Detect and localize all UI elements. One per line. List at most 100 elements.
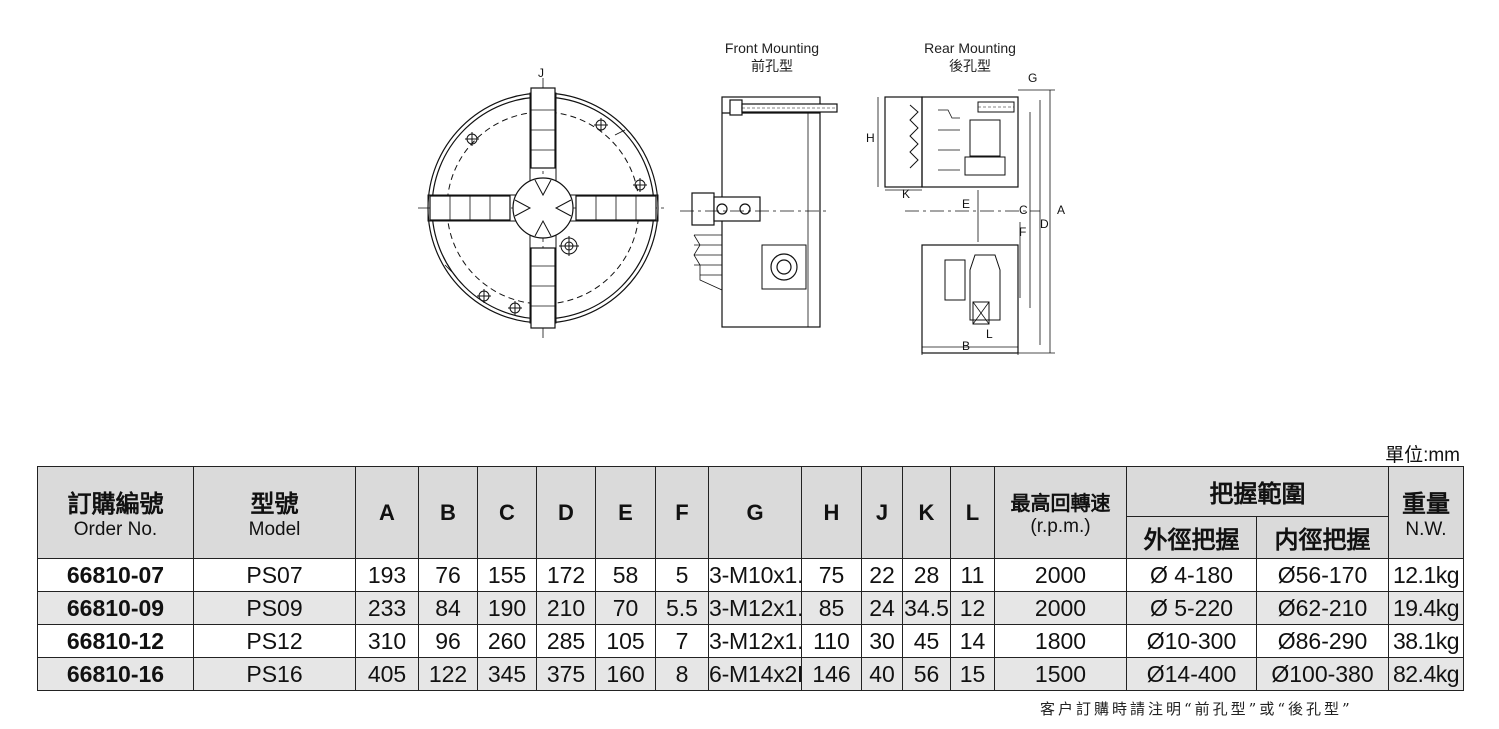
cell-h: 75 — [801, 558, 862, 592]
cell-model: PS16 — [193, 657, 356, 691]
header-model-en: Model — [248, 519, 301, 540]
cell-f: 8 — [655, 657, 709, 691]
header-h: H — [801, 466, 862, 559]
technical-drawings: J G H K E C D A F B L — [418, 66, 1065, 355]
cell-model: PS12 — [193, 624, 356, 658]
cell-f: 5 — [655, 558, 709, 592]
front-mounting-caption: Front Mounting 前孔型 — [692, 39, 852, 75]
cell-f: 7 — [655, 624, 709, 658]
order-note: 客户訂購時請注明“前孔型”或“後孔型” — [1040, 700, 1353, 718]
cell-rpm: 2000 — [994, 558, 1127, 592]
header-model-zh: 型號 — [250, 491, 299, 518]
table-row: 66810-07PS07193761551725853-M10x1.5P7522… — [37, 558, 1464, 592]
cell-order: 66810-12 — [37, 624, 194, 658]
cell-d: 285 — [536, 624, 596, 658]
cell-j: 30 — [861, 624, 903, 658]
cell-c: 190 — [477, 591, 537, 625]
cell-j: 22 — [861, 558, 903, 592]
cell-inner: Ø86-290 — [1256, 624, 1389, 658]
cell-model: PS07 — [193, 558, 356, 592]
cell-a: 405 — [355, 657, 419, 691]
table-row: 66810-12PS123109626028510573-M12x1.75P11… — [37, 624, 1464, 658]
label-b: B — [962, 339, 970, 353]
label-j: J — [538, 66, 544, 80]
cell-outer: Ø10-300 — [1126, 624, 1257, 658]
cell-d: 172 — [536, 558, 596, 592]
cell-k: 56 — [902, 657, 951, 691]
header-rpm-en: (r.p.m.) — [1030, 516, 1091, 537]
cell-k: 28 — [902, 558, 951, 592]
cell-j: 40 — [861, 657, 903, 691]
cell-a: 310 — [355, 624, 419, 658]
cell-d: 375 — [536, 657, 596, 691]
cell-outer: Ø14-400 — [1126, 657, 1257, 691]
header-order: 訂購編號 Order No. — [37, 466, 194, 559]
cell-h: 85 — [801, 591, 862, 625]
front-mounting-caption-zh: 前孔型 — [751, 58, 793, 74]
cell-g: 3-M10x1.5P — [708, 558, 802, 592]
label-l: L — [986, 327, 993, 341]
cell-g: 3-M12x1.75P — [708, 624, 802, 658]
label-c: C — [1019, 203, 1028, 217]
rear-mounting-caption-zh: 後孔型 — [949, 58, 991, 74]
rear-mounting-caption: Rear Mounting 後孔型 — [890, 39, 1050, 75]
cell-b: 96 — [418, 624, 478, 658]
cell-a: 193 — [355, 558, 419, 592]
cell-model: PS09 — [193, 591, 356, 625]
label-f: F — [1019, 225, 1026, 239]
cell-nw: 38.1kg — [1388, 624, 1464, 658]
label-h: H — [866, 131, 875, 145]
cell-e: 160 — [595, 657, 656, 691]
cell-e: 70 — [595, 591, 656, 625]
header-a: A — [355, 466, 419, 559]
header-rpm-zh: 最高回轉速 — [1010, 493, 1111, 515]
cell-g: 6-M14x2P — [708, 657, 802, 691]
label-d: D — [1040, 217, 1049, 231]
label-g: G — [1028, 71, 1037, 85]
header-d: D — [536, 466, 596, 559]
cell-nw: 12.1kg — [1388, 558, 1464, 592]
header-l: L — [950, 466, 995, 559]
unit-label: 單位:mm — [1385, 445, 1460, 466]
cell-l: 15 — [950, 657, 995, 691]
header-b: B — [418, 466, 478, 559]
header-grip-outer: 外徑把握 — [1126, 516, 1257, 559]
cell-h: 146 — [801, 657, 862, 691]
header-nw-zh: 重量 — [1402, 491, 1450, 518]
cell-g: 3-M12x1.75P — [708, 591, 802, 625]
header-model: 型號 Model — [193, 466, 356, 559]
spec-table: 訂購編號 Order No. 型號 Model A B C D E F G H … — [37, 466, 1464, 691]
cell-l: 14 — [950, 624, 995, 658]
label-k: K — [902, 187, 910, 201]
cell-e: 58 — [595, 558, 656, 592]
header-c: C — [477, 466, 537, 559]
face-view-drawing — [418, 78, 668, 338]
header-j: J — [861, 466, 903, 559]
header-order-en: Order No. — [73, 519, 158, 540]
header-nw-en: N.W. — [1405, 519, 1447, 540]
cell-c: 155 — [477, 558, 537, 592]
cell-d: 210 — [536, 591, 596, 625]
cell-j: 24 — [861, 591, 903, 625]
header-g: G — [708, 466, 802, 559]
cell-order: 66810-07 — [37, 558, 194, 592]
header-grip-range: 把握範圍 — [1126, 466, 1389, 517]
cell-inner: Ø56-170 — [1256, 558, 1389, 592]
cell-outer: Ø 5-220 — [1126, 591, 1257, 625]
cell-inner: Ø62-210 — [1256, 591, 1389, 625]
rear-mounting-caption-en: Rear Mounting — [924, 40, 1016, 56]
front-mounting-drawing — [680, 96, 838, 328]
cell-b: 84 — [418, 591, 478, 625]
rear-mounting-drawing — [877, 89, 1055, 355]
cell-l: 11 — [950, 558, 995, 592]
cell-c: 345 — [477, 657, 537, 691]
front-mounting-caption-en: Front Mounting — [724, 40, 820, 56]
cell-h: 110 — [801, 624, 862, 658]
header-grip-inner: 内徑把握 — [1256, 516, 1389, 559]
header-rpm: 最高回轉速 (r.p.m.) — [994, 466, 1127, 559]
cell-rpm: 1800 — [994, 624, 1127, 658]
cell-nw: 82.4kg — [1388, 657, 1464, 691]
label-a: A — [1057, 203, 1065, 217]
cell-outer: Ø 4-180 — [1126, 558, 1257, 592]
cell-rpm: 1500 — [994, 657, 1127, 691]
